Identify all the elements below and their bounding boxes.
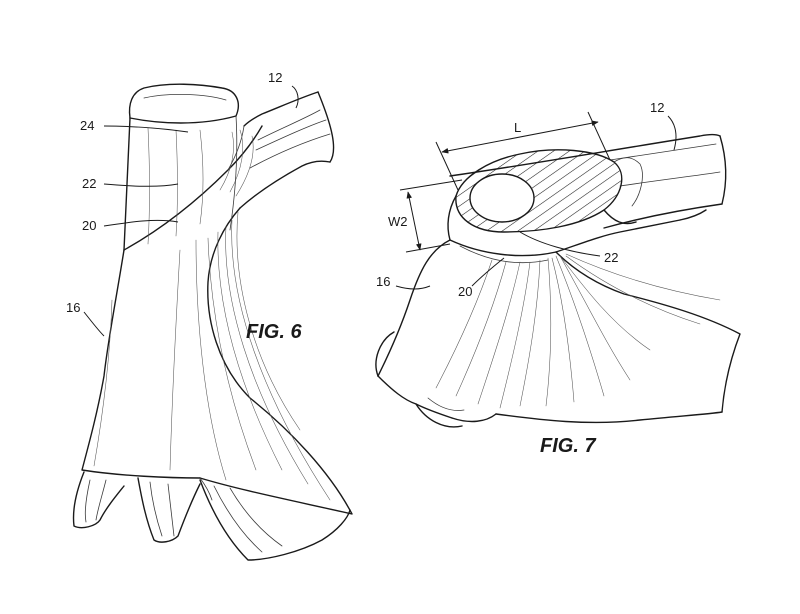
fig7-tube-bottom <box>604 204 722 228</box>
fig6-leader-22 <box>104 184 178 186</box>
fig6-transition-edge <box>124 126 262 250</box>
fig7-leader-12 <box>668 116 676 150</box>
fig7-dim-W2: W2 <box>388 214 408 229</box>
fig6-ref-20: 20 <box>82 218 96 233</box>
fig7-ref-22: 22 <box>604 250 618 265</box>
fig7-drawing: L W2 12 22 20 16 FIG. 7 <box>376 100 740 457</box>
fig7-dim-line-W2 <box>408 192 420 250</box>
fig6-leader-12 <box>292 86 298 108</box>
fig6-leader-16 <box>84 312 104 336</box>
fig7-title: FIG. 7 <box>540 435 596 457</box>
fig6-leg-mid <box>138 478 200 542</box>
fig6-body-right-edge <box>200 208 352 514</box>
fig7-flare-bottom <box>496 412 722 422</box>
fig7-leader-22 <box>520 232 600 256</box>
fig7-ref-16: 16 <box>376 274 390 289</box>
fig7-leader-16 <box>396 286 430 289</box>
fig7-ref-12: 12 <box>650 100 664 115</box>
fig6-ref-16: 16 <box>66 300 80 315</box>
fig7-dim-L: L <box>514 120 521 135</box>
fig6-leg-left <box>73 472 124 528</box>
fig7-bore <box>470 174 534 222</box>
fig7-transition-edge <box>450 240 556 256</box>
fig6-ref-22: 22 <box>82 176 96 191</box>
fig6-sleeve-cap <box>130 84 239 118</box>
fig6-ref-12: 12 <box>268 70 282 85</box>
fig7-flare-right <box>556 252 740 412</box>
fig7-ref-20: 20 <box>458 284 472 299</box>
fig6-drawing: 12 24 22 20 16 FIG. 6 <box>66 70 352 560</box>
fig7-body-left <box>378 240 450 376</box>
fig6-leg-right <box>200 480 350 560</box>
fig6-title: FIG. 6 <box>246 321 302 343</box>
fig6-body-left-edge <box>82 250 200 478</box>
fig6-branch-arm <box>240 161 330 208</box>
fig6-ref-24: 24 <box>80 118 94 133</box>
fig6-leader-24 <box>104 126 188 132</box>
